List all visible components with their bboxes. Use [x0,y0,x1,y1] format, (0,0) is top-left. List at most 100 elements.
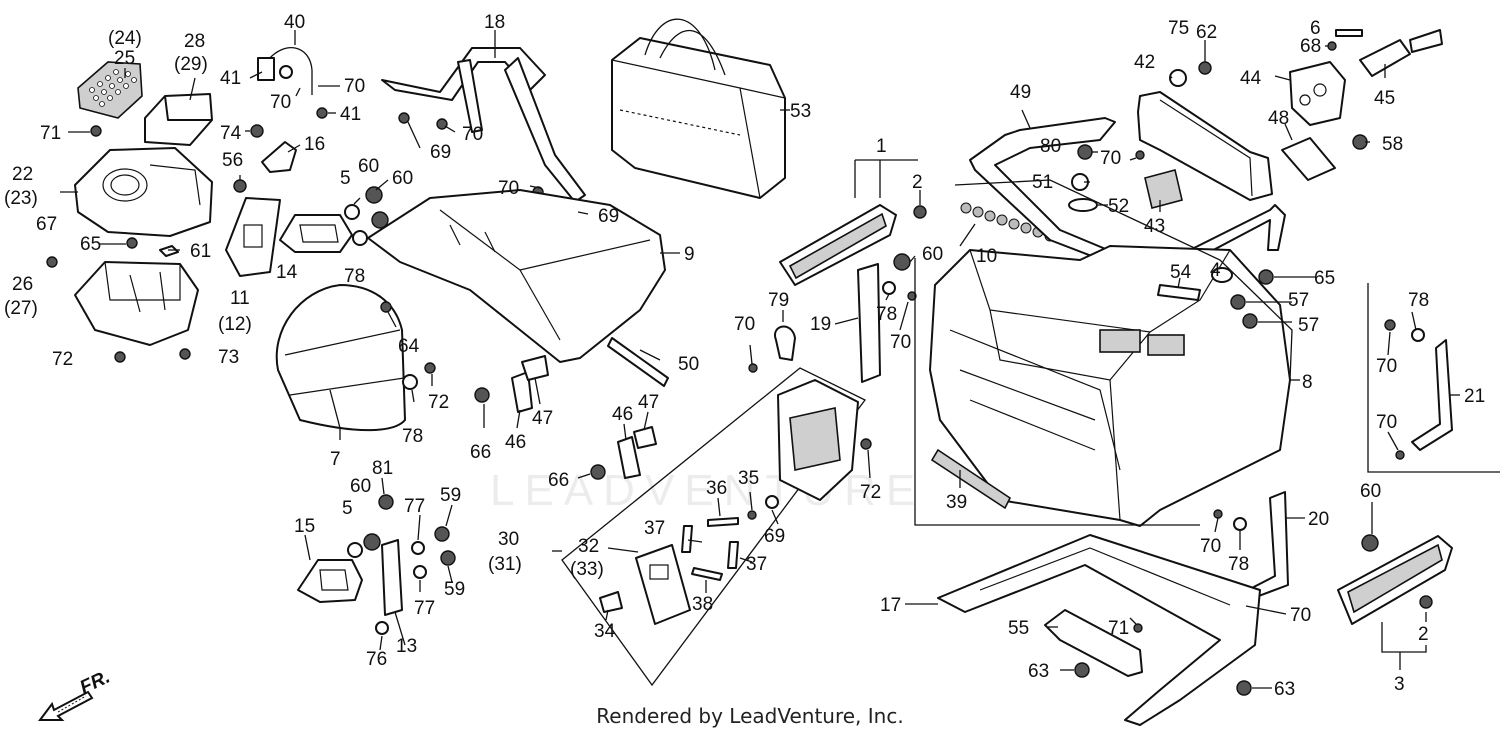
part-1-taillight-assembly[interactable] [779,204,897,286]
part-28-cover-block[interactable] [144,93,213,146]
part-57-screw-b[interactable] [1242,313,1258,329]
part-52-washer[interactable] [1068,198,1098,212]
part-11-hinge-plate[interactable] [225,197,281,277]
part-41-clip[interactable] [316,107,328,119]
part-60-nut-d[interactable] [893,253,911,271]
part-70-clip-i[interactable] [1395,450,1405,460]
part-70-clip-f[interactable] [748,363,758,373]
part-75-washer[interactable] [1169,69,1187,87]
part-79-clip[interactable] [773,325,796,361]
part-20-strip[interactable] [1243,491,1289,601]
part-78-washer-b[interactable] [402,374,418,390]
part-34-clip[interactable] [599,591,623,613]
part-63-grommet[interactable] [1074,662,1090,678]
part-7-backrest[interactable] [275,284,406,432]
part-25-perforated-cover[interactable] [77,61,143,119]
part-72-clip-c[interactable] [860,438,872,450]
part-5-washer-b[interactable] [347,542,363,558]
part-47-bracket[interactable] [521,355,549,381]
part-35-clip[interactable] [747,510,757,520]
callout-c77b: 77 [414,598,435,619]
part-17-lower-panel[interactable] [937,534,1261,726]
part-46-bracket-b[interactable] [617,436,641,479]
part-64-screw[interactable] [380,301,392,313]
part-37-strip-b[interactable] [727,541,739,569]
part-9-trunk-lid[interactable] [367,189,666,363]
part-44-latch[interactable] [1289,61,1346,126]
part-21-strip[interactable] [1411,339,1453,451]
part-2-bulb[interactable] [913,205,927,219]
part-72-clip-b[interactable] [424,362,436,374]
part-80-bolt[interactable] [1077,144,1093,160]
part-68-screw[interactable] [1327,41,1337,51]
part-53-bag[interactable] [611,18,786,199]
part-77-spacer-b[interactable] [413,565,427,579]
part-47-bracket-b[interactable] [633,426,657,449]
part-76-washer[interactable] [375,621,389,635]
part-56-bolt[interactable] [233,179,247,193]
part-40-cable[interactable] [257,47,313,95]
part-30-pocket[interactable] [777,379,859,501]
part-16-bracket[interactable] [261,141,297,173]
part-70-clip-e[interactable] [907,291,917,301]
part-71-clip-b[interactable] [1133,623,1143,633]
part-62-bolt[interactable] [1198,61,1212,75]
part-19-strip[interactable] [857,263,881,383]
part-72-clip[interactable] [114,351,126,363]
part-14-hinge[interactable] [279,214,353,253]
part-58-screw[interactable] [1352,134,1368,150]
part-70-clip-j[interactable] [1213,509,1223,519]
part-65-bolt-b[interactable] [1258,269,1274,285]
part-78-washer[interactable] [352,230,368,246]
part-32-cover[interactable] [635,544,691,625]
part-54-bracket[interactable] [1157,284,1201,301]
part-63-grommet-b[interactable] [1236,680,1252,696]
part-4-cap[interactable] [1211,267,1233,283]
part-15-hinge[interactable] [297,559,363,603]
part-8-trunk-body[interactable] [929,245,1291,527]
part-2-bulb-b[interactable] [1419,595,1433,609]
part-70-clip-g[interactable] [1135,150,1145,160]
part-5-washer[interactable] [344,204,360,220]
part-6-rod[interactable] [1335,29,1363,37]
part-78-washer-c[interactable] [882,281,896,295]
part-60-nut-e[interactable] [1361,534,1379,552]
part-61-washer[interactable] [159,245,179,257]
part-81-bolt[interactable] [378,494,394,510]
part-66-bolt[interactable] [474,387,490,403]
part-73-clip[interactable] [179,348,191,360]
part-60-nut[interactable] [365,186,383,204]
part-70-clip[interactable] [436,118,448,130]
part-59-grommet-b[interactable] [440,550,456,566]
part-71-clip[interactable] [90,125,102,137]
part-67-screw[interactable] [46,256,58,268]
part-48-plate[interactable] [1281,137,1336,181]
part-38-strip[interactable] [691,567,723,581]
part-43-plate[interactable] [1144,169,1183,209]
part-69-clip[interactable] [398,112,410,124]
part-46-bracket[interactable] [511,371,533,413]
part-60-nut-c[interactable] [363,533,381,551]
part-55-bracket[interactable] [1044,609,1143,677]
part-65-bolt[interactable] [126,237,138,249]
part-45-key-cylinder[interactable] [1359,29,1443,77]
part-13-plate[interactable] [381,539,403,616]
part-69-clip-c[interactable] [765,495,779,509]
part-42-bracket[interactable] [1137,91,1273,201]
part-36-strip[interactable] [707,517,739,527]
part-59-grommet[interactable] [434,526,450,542]
part-60-nut-b[interactable] [371,211,389,229]
part-77-spacer[interactable] [411,541,425,555]
part-78-washer-e[interactable] [1233,517,1247,531]
part-70-clip-h[interactable] [1384,319,1396,331]
part-26-tray[interactable] [74,261,199,346]
part-78-washer-d[interactable] [1411,328,1425,342]
part-22-housing[interactable] [74,147,213,237]
part-50-seal-strip[interactable] [607,337,669,387]
part-39-weatherstrip[interactable] [930,448,1012,510]
part-3-taillight-assembly[interactable] [1337,535,1453,625]
part-74-nut[interactable] [250,124,264,138]
part-57-screw[interactable] [1230,294,1246,310]
part-66-bolt-b[interactable] [590,464,606,480]
part-37-strip[interactable] [681,525,693,553]
